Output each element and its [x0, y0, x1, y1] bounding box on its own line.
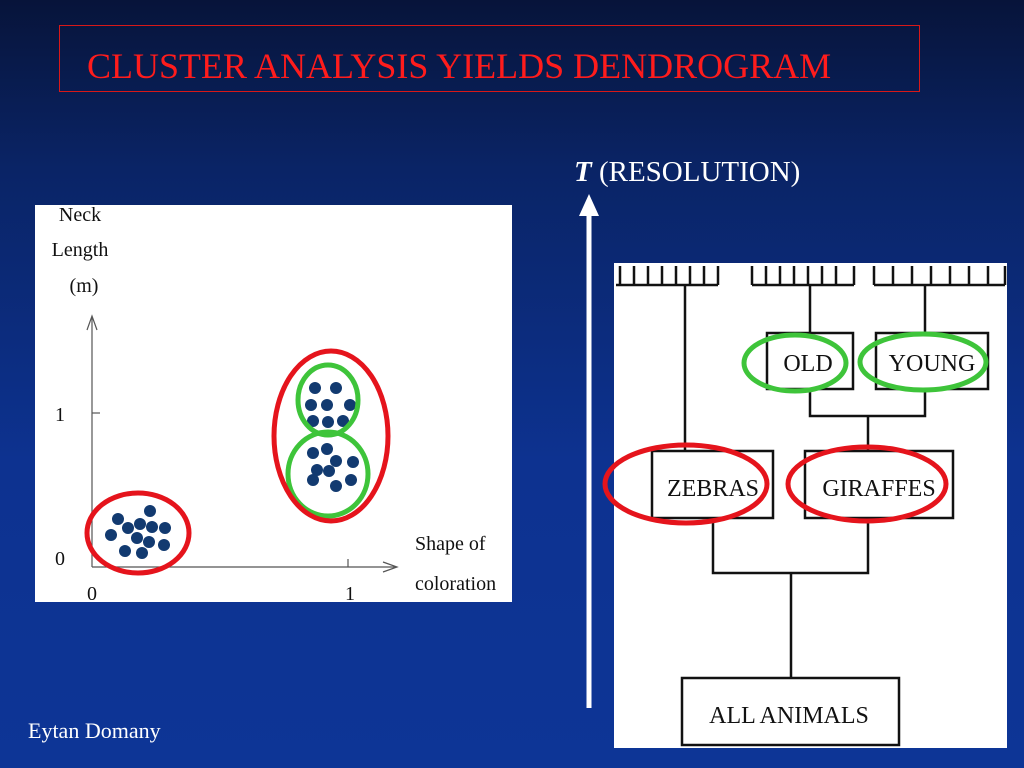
data-point — [309, 382, 321, 394]
data-point — [347, 456, 359, 468]
dots-cluster-young-giraffes — [307, 443, 359, 492]
resolution-symbol: T — [574, 156, 592, 188]
data-point — [136, 547, 148, 559]
green-highlight-young — [857, 331, 989, 393]
data-point — [307, 447, 319, 459]
green-cluster-young — [285, 429, 371, 519]
data-point — [311, 464, 323, 476]
data-point — [159, 522, 171, 534]
slide-title: CLUSTER ANALYSIS YIELDS DENDROGRAM — [87, 46, 832, 86]
green-highlight-old — [741, 332, 849, 394]
green-cluster-old — [295, 362, 361, 438]
red-cluster-zebras — [84, 490, 192, 576]
author-name: Eytan Domany — [28, 718, 161, 743]
dendrogram-lines — [616, 266, 1007, 747]
x-tick-label-0: 0 — [87, 583, 97, 605]
y-label-line-3: (m) — [70, 275, 99, 297]
red-cluster-giraffes — [271, 348, 391, 524]
title-box: CLUSTER ANALYSIS YIELDS DENDROGRAM — [59, 25, 920, 92]
data-point — [146, 521, 158, 533]
x-axis-arrow-icon — [382, 561, 399, 573]
resolution-arrow — [579, 194, 599, 708]
x-label-line-1: Shape of — [415, 533, 486, 555]
node-box-all-animals — [680, 676, 901, 747]
scatter-panel: Neck Length (m) 1 0 0 1 Shape of colorat… — [35, 204, 512, 605]
resolution-text: (RESOLUTION) — [598, 156, 801, 188]
data-point — [330, 480, 342, 492]
node-label-young: YOUNG — [889, 351, 976, 377]
data-point — [307, 415, 319, 427]
data-point — [119, 545, 131, 557]
data-point — [134, 518, 146, 530]
y-tick-label-0: 0 — [55, 548, 65, 570]
y-tick-label-1: 1 — [55, 404, 65, 426]
data-point — [158, 539, 170, 551]
data-point — [321, 443, 333, 455]
dots-cluster-zebras — [105, 505, 171, 559]
leaf-comb-teeth — [872, 266, 1007, 285]
red-highlight-giraffes — [785, 444, 949, 524]
leaf-comb-teeth — [618, 266, 720, 285]
node-label-all-animals: ALL ANIMALS — [709, 703, 869, 729]
node-label-zebras: ZEBRAS — [667, 476, 759, 502]
data-point — [105, 529, 117, 541]
dendrogram-panel: OLD YOUNG ZEBRAS GIRAFFES ALL ANIMALS — [602, 263, 1007, 748]
dots-cluster-old-giraffes — [305, 382, 356, 428]
data-point — [112, 513, 124, 525]
y-axis-arrow-icon — [86, 314, 98, 331]
data-point — [337, 415, 349, 427]
leaf-comb-teeth — [750, 266, 856, 285]
y-label-line-1: Neck — [59, 204, 101, 226]
node-label-old: OLD — [783, 351, 832, 377]
data-point — [344, 399, 356, 411]
red-highlight-zebras — [602, 442, 770, 526]
data-point — [323, 465, 335, 477]
data-point — [131, 532, 143, 544]
data-point — [322, 416, 334, 428]
node-box-zebras — [650, 449, 775, 520]
x-label-line-2: coloration — [415, 573, 496, 595]
arrow-up-icon — [579, 194, 599, 216]
y-label-line-2: Length — [52, 239, 109, 261]
node-label-giraffes: GIRAFFES — [822, 476, 935, 502]
data-point — [330, 455, 342, 467]
dendrogram-background — [614, 263, 1007, 748]
data-point — [321, 399, 333, 411]
data-point — [122, 522, 134, 534]
data-point — [307, 474, 319, 486]
data-point — [345, 474, 357, 486]
resolution-label: T (RESOLUTION) — [574, 156, 800, 189]
data-point — [144, 505, 156, 517]
data-point — [330, 382, 342, 394]
data-point — [305, 399, 317, 411]
data-point — [143, 536, 155, 548]
node-box-giraffes — [803, 449, 955, 520]
x-tick-label-1: 1 — [345, 583, 355, 605]
